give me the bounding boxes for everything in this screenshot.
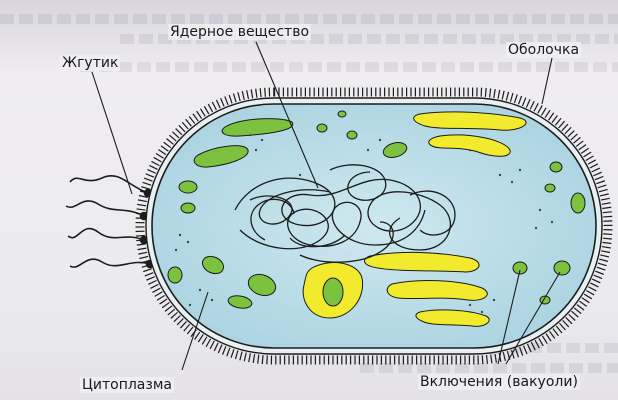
membrane-label: Оболочка bbox=[506, 42, 581, 58]
inclusions-label: Включения (вакуоли) bbox=[418, 374, 580, 390]
cell-membrane bbox=[140, 92, 608, 360]
membrane-leader bbox=[542, 58, 552, 104]
flagellum-label: Жгутик bbox=[60, 55, 120, 71]
cytoplasm-label: Цитоплазма bbox=[80, 377, 174, 393]
nucleoid-label: Ядерное вещество bbox=[168, 24, 311, 40]
horseshoe-core bbox=[323, 278, 343, 306]
